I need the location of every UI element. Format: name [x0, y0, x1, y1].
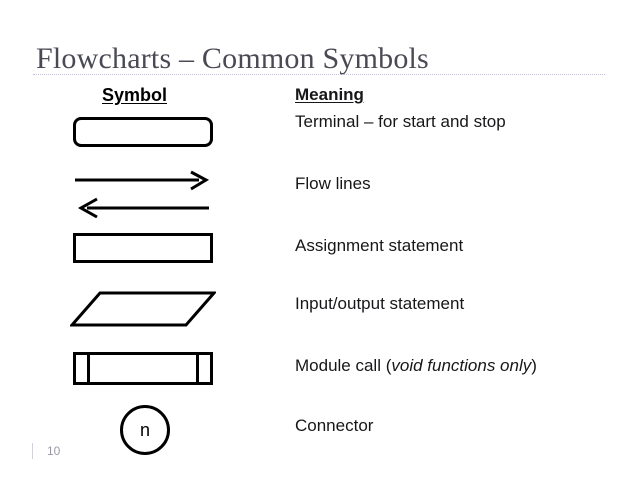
terminal-symbol-rounded-rectangle-icon	[73, 117, 213, 147]
flow-lines-symbol-arrows-icon	[73, 168, 213, 219]
flow-arrows-svg	[75, 170, 210, 219]
input-output-symbol-parallelogram-icon	[68, 291, 218, 327]
meaning-assignment: Assignment statement	[295, 236, 464, 255]
module-bar-left	[87, 355, 90, 382]
meaning-module-call-emphasis: void functions only	[391, 356, 532, 375]
connector-label: n	[139, 420, 150, 440]
meaning-terminal: Terminal – for start and stop	[295, 112, 506, 131]
meaning-flow-lines: Flow lines	[295, 174, 371, 193]
meaning-module-call-text: Module call (	[295, 356, 392, 375]
column-header-meaning: Meaning	[295, 85, 364, 104]
meaning-module-call-tail: )	[531, 356, 537, 375]
meaning-input-output: Input/output statement	[295, 294, 465, 313]
page-number: 10	[47, 444, 61, 458]
footer-tick	[32, 443, 33, 459]
module-call-symbol-bars-rectangle-icon	[73, 352, 213, 385]
connector-symbol-circle-icon: n	[120, 405, 170, 455]
column-header-symbol: Symbol	[102, 85, 168, 105]
assignment-symbol-rectangle-icon	[73, 233, 213, 263]
title-divider	[33, 74, 605, 76]
page-title: Flowcharts – Common Symbols	[36, 42, 429, 75]
module-bar-right	[196, 355, 199, 382]
parallelogram-svg	[68, 291, 218, 327]
meaning-connector: Connector	[295, 416, 374, 435]
meaning-module-call: Module call (void functions only)	[295, 356, 537, 376]
